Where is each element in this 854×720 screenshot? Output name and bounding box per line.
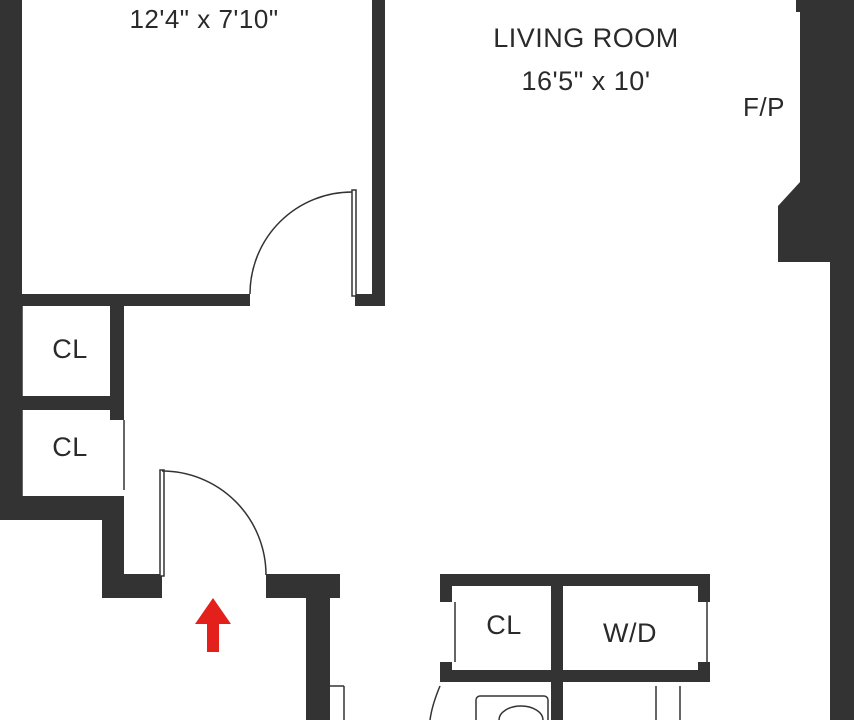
right-exterior-wall xyxy=(778,0,854,720)
bath-door-swing xyxy=(429,685,441,720)
bedroom-dims: 12'4" x 7'10" xyxy=(129,4,278,34)
wd-bottom-wall xyxy=(440,670,710,682)
closet-1-label: CL xyxy=(52,334,88,364)
wd-left-post-top xyxy=(440,574,452,602)
bedroom-right-wall xyxy=(372,0,385,306)
closet-right-wall xyxy=(110,294,124,414)
laundry-label: W/D xyxy=(603,618,657,648)
bedroom-bottom-wall xyxy=(0,294,250,306)
entry-door-leaf xyxy=(159,469,165,577)
wd-top-wall xyxy=(440,574,710,586)
bath-left-wall xyxy=(306,574,330,720)
entry-left-jamb-wall xyxy=(102,496,124,596)
entry-arrow-icon xyxy=(195,598,231,652)
closet-2-label: CL xyxy=(52,432,88,462)
fireplace-label: F/P xyxy=(743,92,785,122)
entry-left-wall xyxy=(102,574,162,598)
closet-3-label: CL xyxy=(486,610,522,640)
wall-stub xyxy=(796,0,802,12)
entry-door-swing xyxy=(161,470,267,576)
wd-divider-wall xyxy=(551,574,563,720)
bedroom-door-right-jamb xyxy=(355,294,385,306)
bedroom-door-swing xyxy=(249,191,353,295)
left-exterior-wall xyxy=(0,0,22,520)
closet-divider-wall xyxy=(0,396,124,410)
living-room-name: LIVING ROOM xyxy=(493,23,679,53)
living-room-dims: 16'5" x 10' xyxy=(522,66,651,96)
sink xyxy=(498,705,544,720)
bedroom-door-leaf xyxy=(351,189,357,297)
vanity xyxy=(475,695,549,720)
wd-right-post-top xyxy=(698,574,710,602)
closet-stub-wall xyxy=(110,410,124,420)
